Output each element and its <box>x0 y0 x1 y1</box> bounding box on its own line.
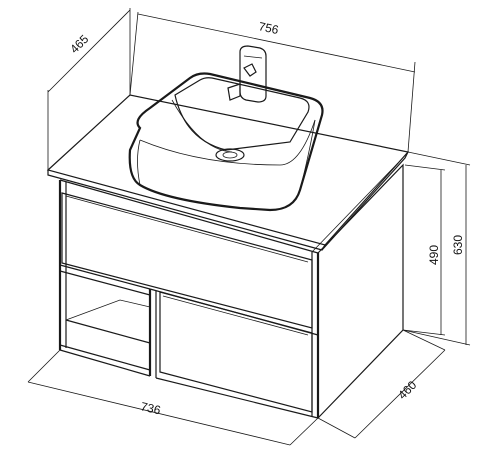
countertop <box>46 94 410 251</box>
bottom-rail <box>59 349 319 419</box>
label-total-height: 630 <box>451 235 465 255</box>
cabinet-body <box>58 162 404 419</box>
vessel-basin <box>128 72 324 212</box>
open-shelf <box>59 264 157 378</box>
label-top-width: 756 <box>257 19 280 37</box>
faucet[interactable] <box>227 45 267 103</box>
dim-top-depth: 465 <box>47 8 131 170</box>
dim-bottom-width: 736 <box>27 349 319 446</box>
label-bottom-width: 736 <box>139 399 162 417</box>
lower-drawer[interactable] <box>149 288 319 413</box>
dim-top-width: 756 <box>129 11 416 153</box>
dim-body-height: 490 <box>402 164 446 336</box>
drain <box>215 148 245 162</box>
dim-bottom-depth: 460 <box>317 329 446 439</box>
label-body-height: 490 <box>427 245 441 265</box>
upper-drawer[interactable] <box>61 192 313 329</box>
dim-total-height: 630 <box>402 151 471 346</box>
label-bottom-depth: 460 <box>395 378 419 402</box>
